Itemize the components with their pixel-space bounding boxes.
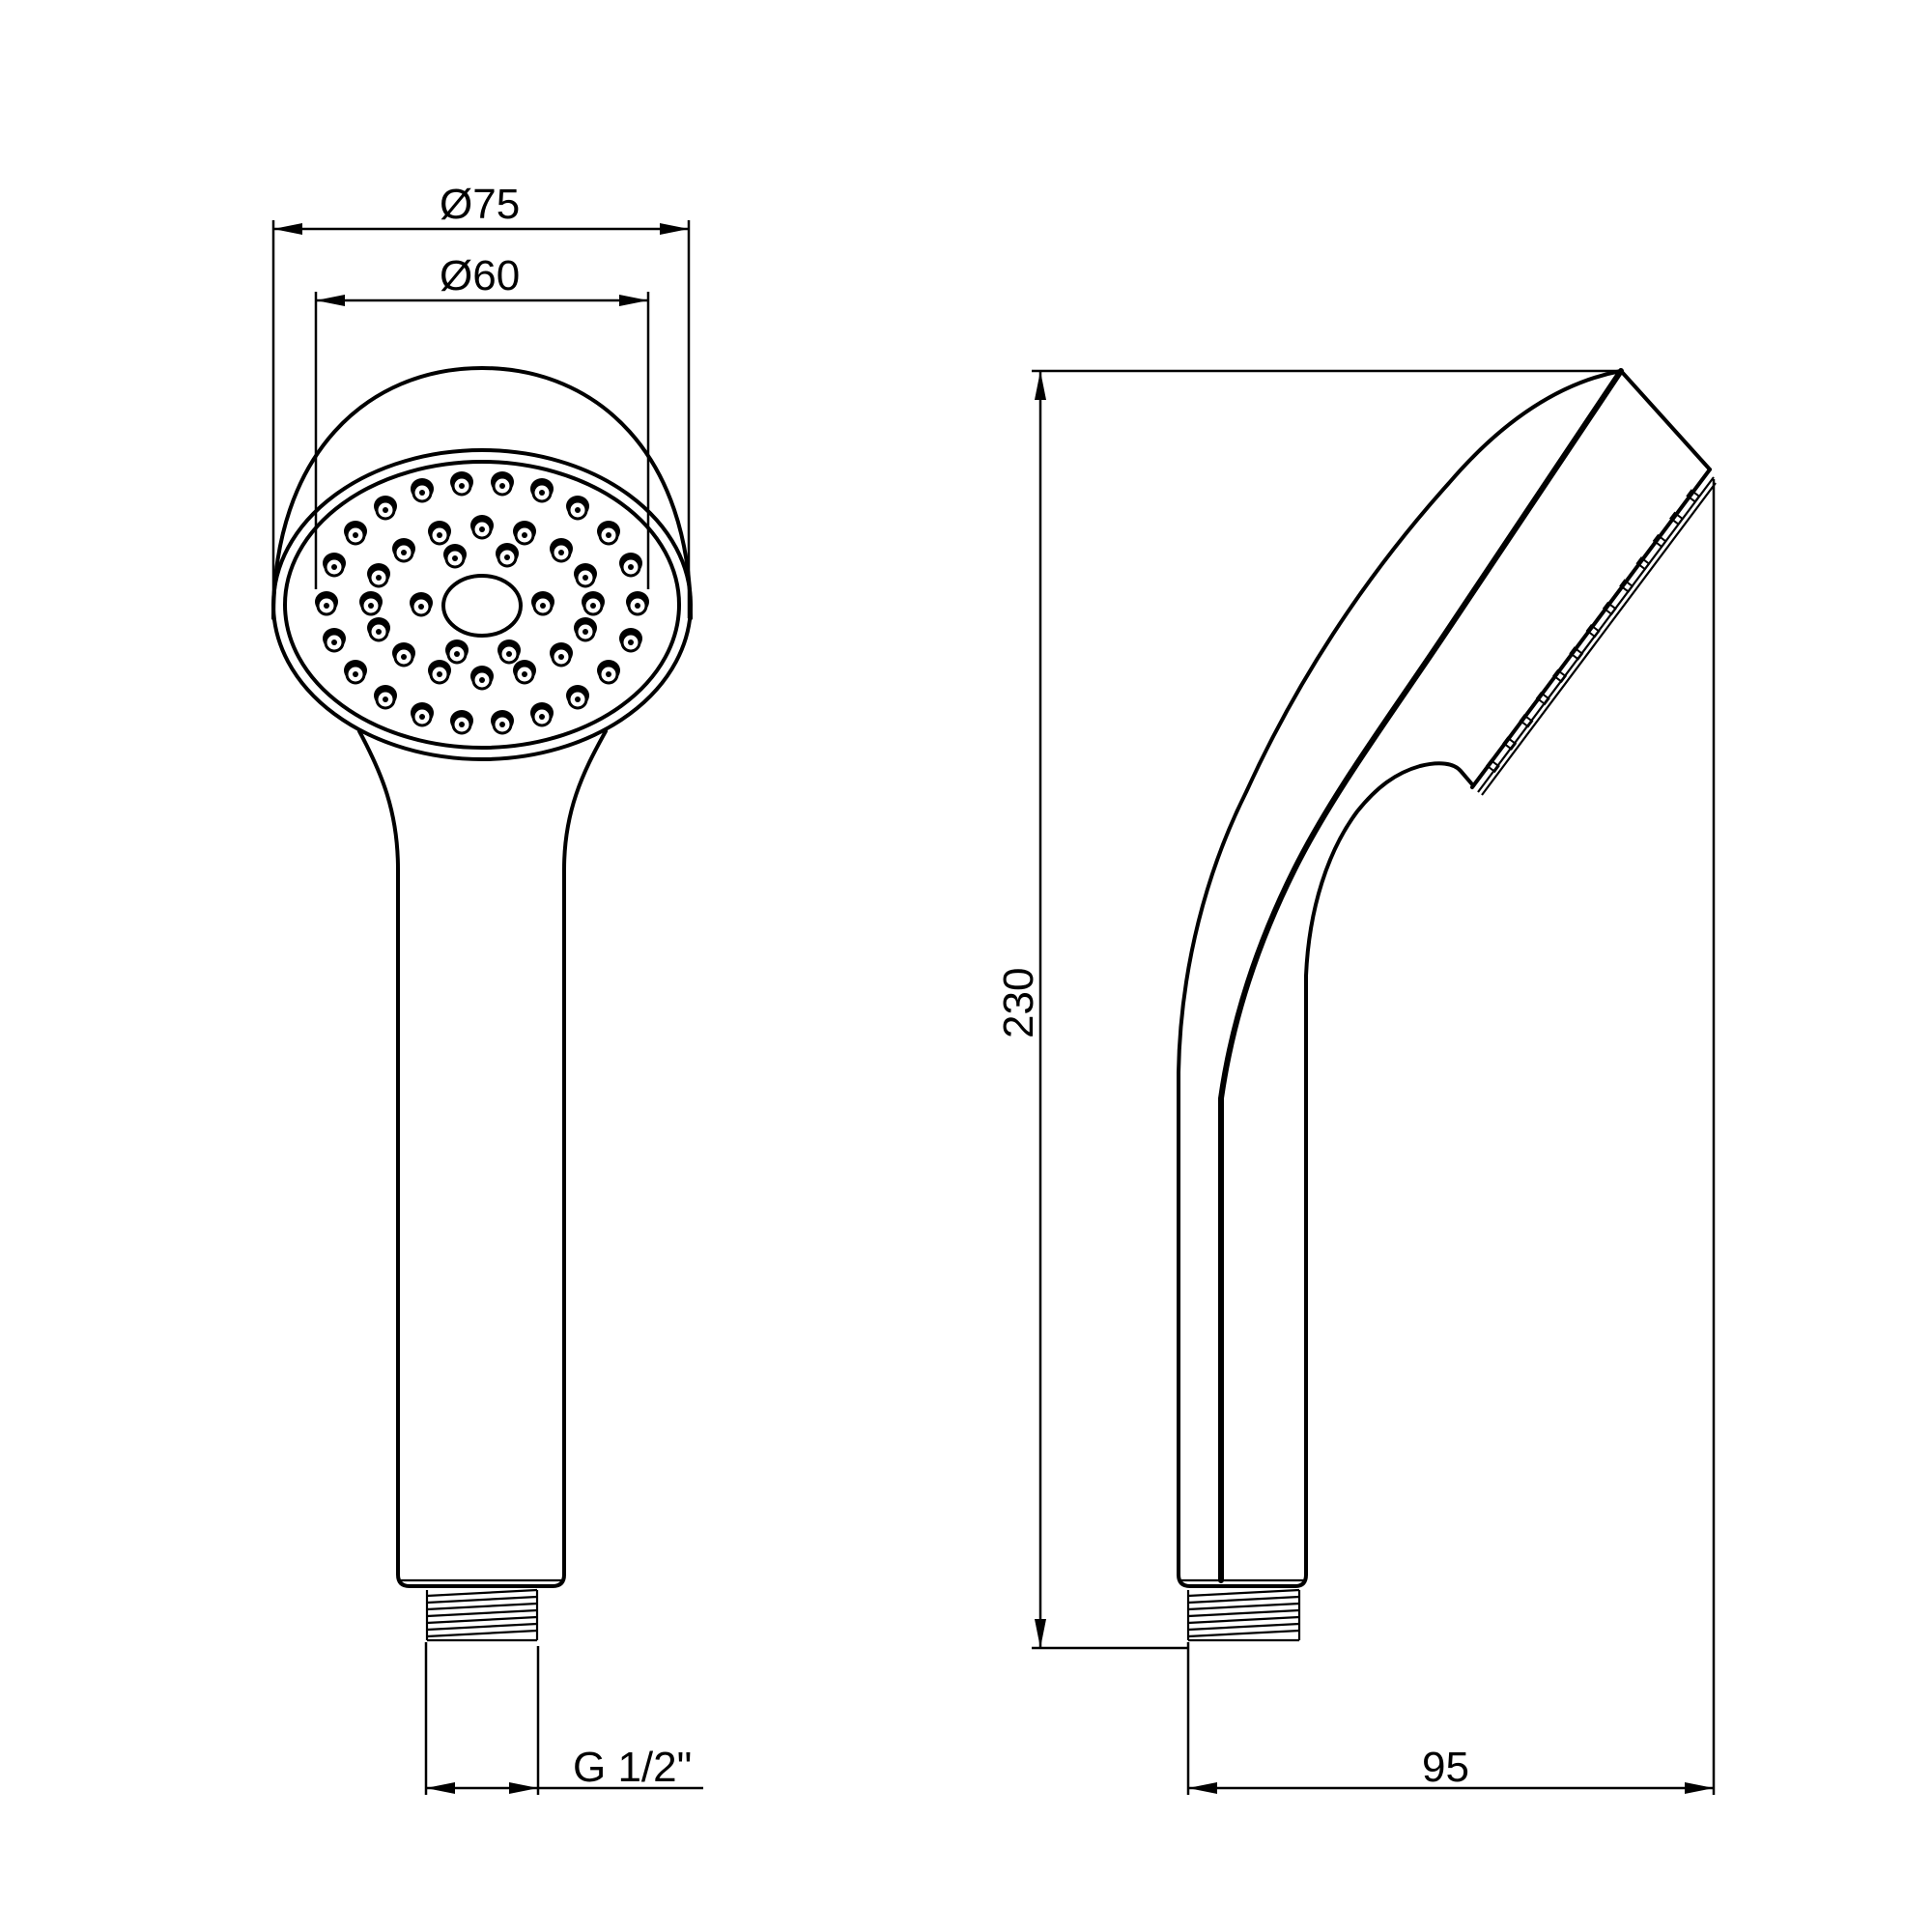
dimension-depth — [1186, 479, 1716, 1795]
side-nozzle-icon — [1535, 691, 1550, 706]
side-nozzle-icon — [1552, 668, 1568, 683]
dimension-thread — [424, 1642, 703, 1795]
front-view — [271, 366, 693, 1642]
side-nozzle-icon — [1652, 533, 1667, 549]
label-depth: 95 — [1422, 1744, 1469, 1791]
side-back-outline — [1177, 369, 1623, 1577]
side-parting-line — [1218, 368, 1624, 1583]
handle-outline — [357, 729, 608, 1588]
side-front-outline — [1304, 761, 1474, 1577]
thread-side — [1186, 1588, 1301, 1642]
center-oval — [441, 574, 523, 638]
side-nozzle-icon — [1602, 601, 1617, 616]
label-face-diameter: Ø60 — [440, 252, 521, 299]
side-nozzle-icon — [1502, 736, 1518, 751]
dimension-height — [1032, 369, 1621, 1650]
label-thread: G 1/2" — [573, 1744, 693, 1791]
side-nozzle-teeth — [1485, 489, 1701, 774]
side-top-chamfer — [1619, 369, 1712, 471]
side-nozzle-icon — [1485, 758, 1500, 774]
side-nozzle-icon — [1669, 511, 1685, 526]
thread-front — [425, 1588, 539, 1642]
label-height: 230 — [995, 967, 1042, 1038]
side-handle-bottom — [1177, 1573, 1308, 1588]
side-nozzle-icon — [1519, 714, 1534, 728]
side-nozzle-icon — [1585, 623, 1601, 639]
head-outer-outline — [271, 366, 693, 620]
dimension-face-diameter — [314, 292, 650, 589]
side-spray-face — [1470, 468, 1712, 789]
side-nozzle-icon — [1635, 556, 1651, 571]
label-outer-diameter: Ø75 — [440, 181, 521, 228]
dimension-outer-diameter — [271, 220, 691, 618]
nozzle-group — [315, 471, 649, 735]
side-nozzle-icon — [1619, 579, 1634, 593]
face-inner-ellipse — [283, 460, 681, 750]
side-nozzle-icon — [1686, 489, 1701, 503]
side-nozzle-icon — [1569, 646, 1584, 661]
side-view — [1177, 368, 1717, 1642]
